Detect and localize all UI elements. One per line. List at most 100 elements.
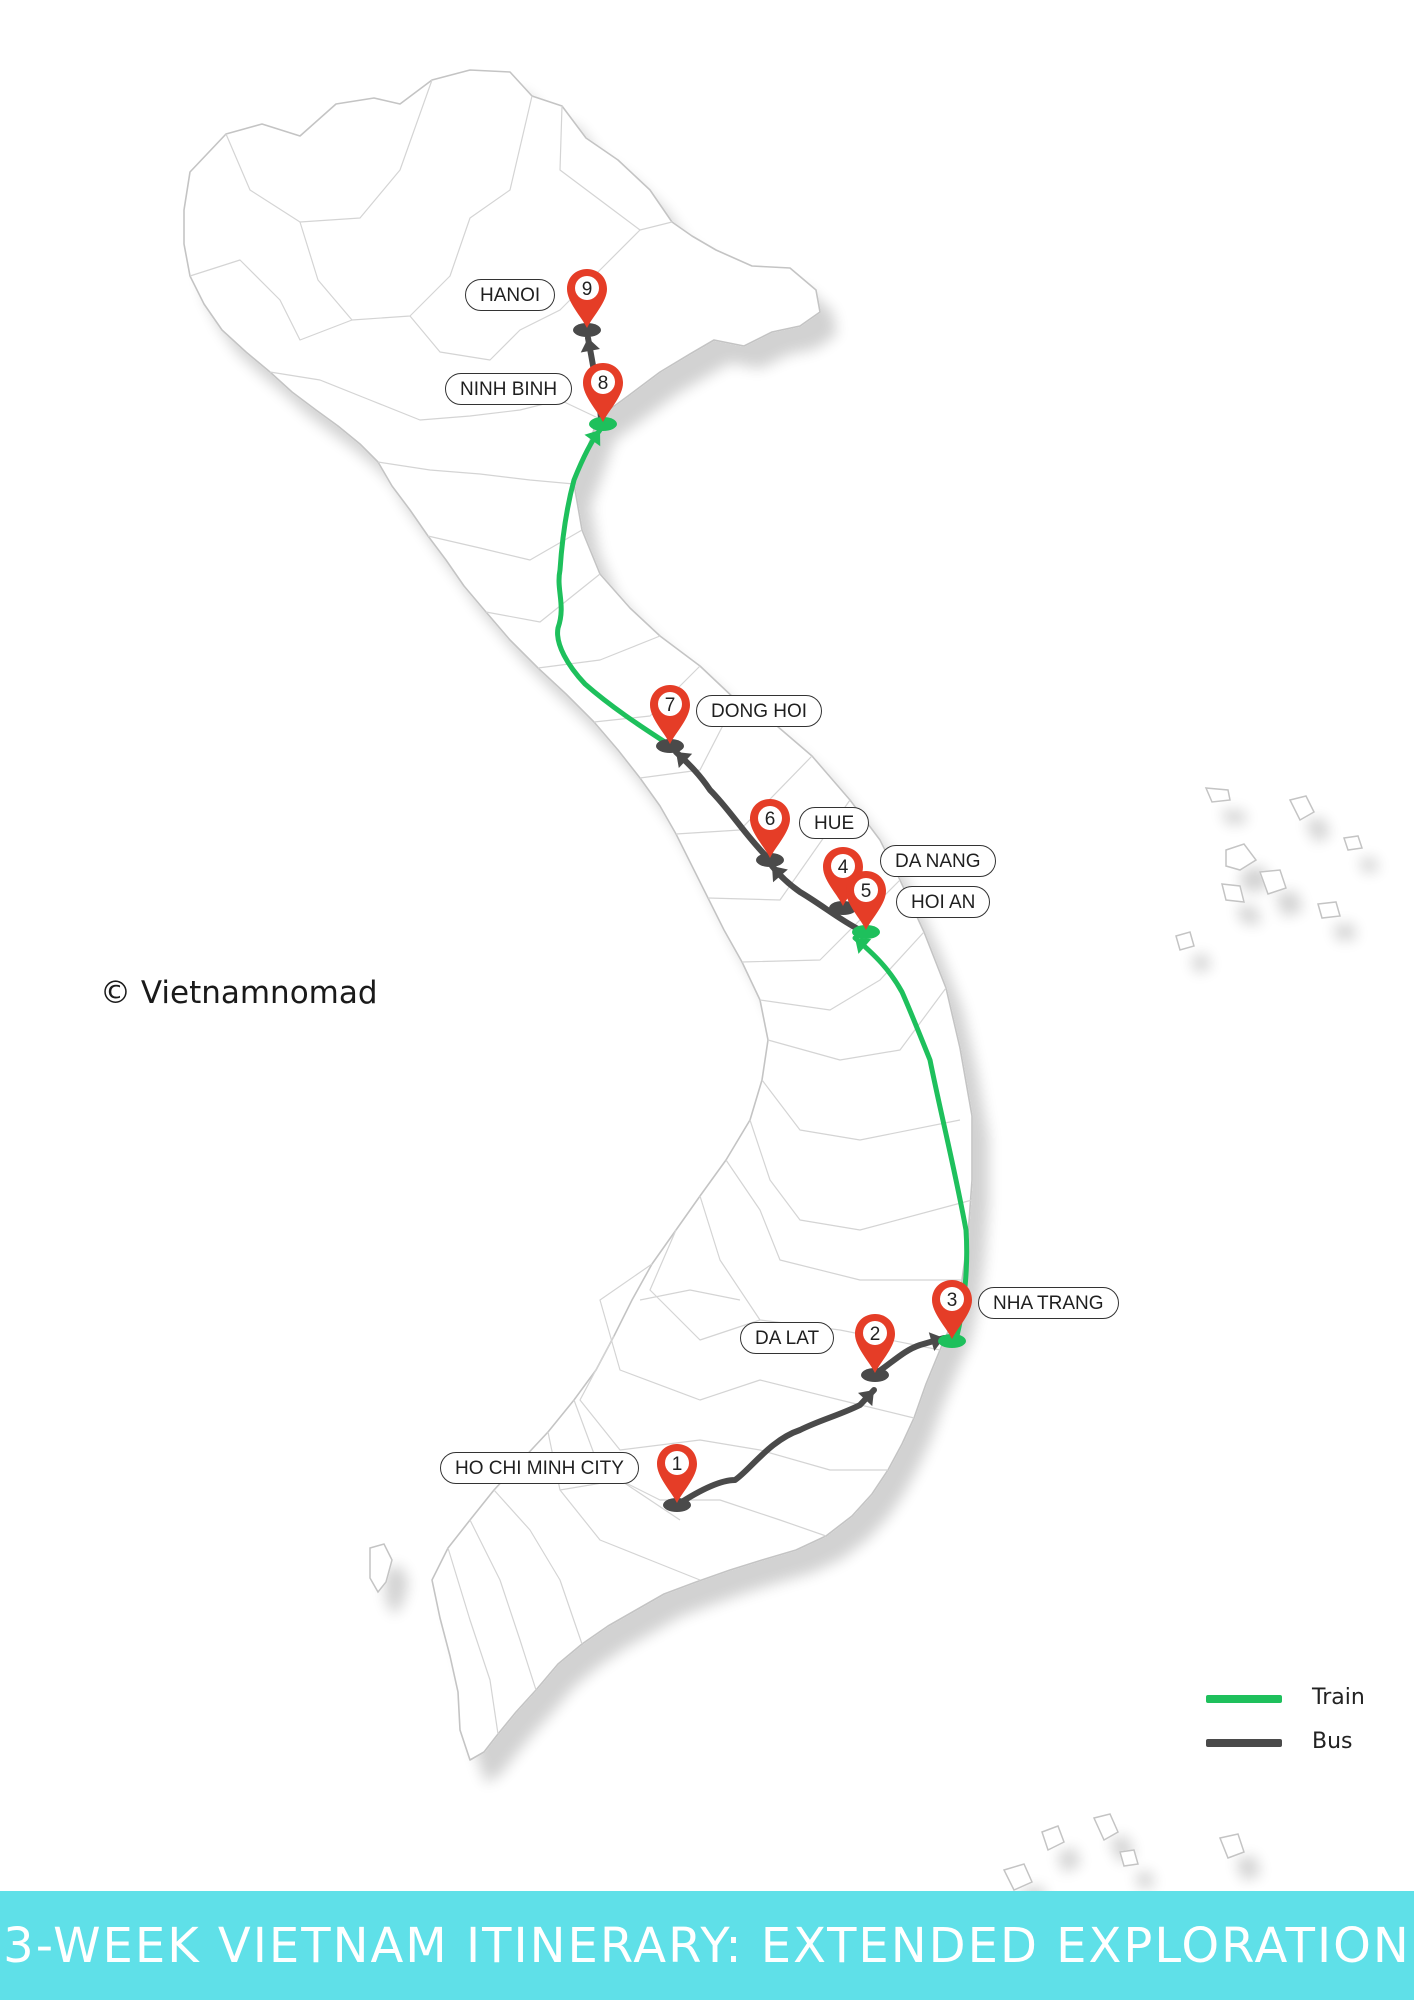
route-bus-1-2 xyxy=(674,1387,877,1508)
island-paracel-6 xyxy=(1343,835,1363,851)
province-border xyxy=(725,1159,962,1281)
city-label: NINH BINH xyxy=(445,373,573,405)
province-border xyxy=(447,1547,499,1735)
city-label: NHA TRANG xyxy=(978,1287,1119,1319)
pin-center xyxy=(863,1321,887,1345)
location-pin-icon[interactable]: 7 xyxy=(650,685,690,744)
route-train-7-8 xyxy=(555,427,671,747)
island-paracel-1 xyxy=(1204,787,1231,803)
location-pin-icon[interactable]: 5 xyxy=(846,871,886,930)
pin-center xyxy=(575,276,599,300)
stop-dot-6 xyxy=(756,853,784,867)
route-arrowhead xyxy=(855,938,872,954)
island-spratly-5 xyxy=(1119,1849,1139,1867)
province-border xyxy=(639,1289,741,1301)
pin-center xyxy=(831,854,855,878)
route-arrowhead xyxy=(580,338,600,353)
pin-number: 1 xyxy=(672,1454,683,1475)
pin-number: 7 xyxy=(665,695,676,716)
pin-center xyxy=(591,370,615,394)
route-arrowhead xyxy=(772,866,788,883)
title-banner: 3-WEEK VIETNAM ITINERARY: EXTENDED EXPLO… xyxy=(0,1891,1414,2000)
route-arrowhead xyxy=(858,1390,874,1407)
route-arrowhead xyxy=(928,1332,944,1351)
page-title: 3-WEEK VIETNAM ITINERARY: EXTENDED EXPLO… xyxy=(3,1917,1411,1974)
city-label: HOI AN xyxy=(896,886,991,918)
pin-number: 2 xyxy=(870,1324,881,1345)
location-pin-icon[interactable]: 8 xyxy=(583,363,623,422)
legend-train-line xyxy=(1206,1695,1282,1703)
stop-dot-3 xyxy=(938,1334,966,1348)
city-label: HUE xyxy=(799,807,870,839)
province-border xyxy=(593,665,701,723)
province-border xyxy=(761,1079,961,1141)
pin-number: 9 xyxy=(582,279,593,300)
island-paracel-5 xyxy=(1221,883,1245,903)
province-border xyxy=(749,1119,973,1231)
legend-train-label: Train xyxy=(1312,1685,1365,1710)
markers-layer: 1 2 3 45 6 7 8 9 xyxy=(567,269,972,1503)
province-border xyxy=(649,1229,761,1341)
province-border xyxy=(759,931,925,1011)
location-pin-icon[interactable]: 4 xyxy=(823,847,863,906)
pin-center xyxy=(758,806,782,830)
stop-dot-1 xyxy=(663,1498,691,1512)
island-paracel-4 xyxy=(1258,869,1287,895)
legend-bus-line xyxy=(1206,1739,1282,1747)
city-label: DA NANG xyxy=(880,845,996,877)
pin-number: 3 xyxy=(947,1290,958,1311)
location-pin-icon[interactable]: 6 xyxy=(750,799,790,858)
vietnam-landmass xyxy=(183,69,973,1761)
island-spratly-3 xyxy=(1218,1833,1245,1859)
province-border xyxy=(225,79,433,223)
pin-center xyxy=(940,1287,964,1311)
province-border xyxy=(559,105,641,231)
island-spratly-2 xyxy=(1041,1825,1065,1852)
city-label: DONG HOI xyxy=(696,695,823,727)
pin-center xyxy=(658,692,682,716)
province-border xyxy=(493,1489,583,1645)
island-paracel-3 xyxy=(1225,843,1258,871)
province-border xyxy=(469,1519,537,1691)
island-spratly-1 xyxy=(1092,1813,1119,1842)
province-border xyxy=(409,221,673,361)
province-border xyxy=(579,1335,888,1471)
route-arrowhead xyxy=(584,430,601,447)
location-pin-icon[interactable]: 3 xyxy=(932,1280,972,1339)
province-border xyxy=(537,635,661,669)
route-bus-2-3 xyxy=(875,1335,947,1375)
island-paracel-8 xyxy=(1175,931,1195,951)
location-pin-icon[interactable]: 1 xyxy=(657,1444,697,1503)
pin-number: 4 xyxy=(838,857,849,878)
routes-layer xyxy=(555,335,970,1508)
city-label: HANOI xyxy=(465,279,556,311)
pin-center xyxy=(854,878,878,902)
route-bus-6-7 xyxy=(673,749,771,861)
province-border xyxy=(189,259,353,341)
city-label: DA LAT xyxy=(740,1322,835,1354)
route-train-3-5 xyxy=(852,935,970,1343)
province-border xyxy=(427,529,583,561)
pin-number: 6 xyxy=(765,809,776,830)
island-paracel-7 xyxy=(1317,901,1341,919)
province-border xyxy=(767,987,947,1061)
pin-number: 5 xyxy=(861,881,872,902)
city-label: HO CHI MINH CITY xyxy=(440,1452,639,1484)
credit-text: © Vietnamnomad xyxy=(100,975,378,1011)
location-pin-icon[interactable]: 9 xyxy=(567,269,607,328)
route-arrowhead xyxy=(676,752,693,769)
stop-dot-9 xyxy=(573,323,601,337)
stop-dot-2 xyxy=(861,1368,889,1382)
stop-dot-7 xyxy=(656,739,684,753)
province-border xyxy=(599,1263,915,1419)
island-spratly-4 xyxy=(1002,1863,1033,1891)
province-border xyxy=(485,573,601,623)
island-paracel-2 xyxy=(1288,795,1315,822)
location-pin-icon[interactable]: 2 xyxy=(855,1314,895,1373)
stop-dots-layer xyxy=(573,323,966,1512)
pin-number: 8 xyxy=(598,373,609,394)
pin-center xyxy=(665,1451,689,1475)
stop-dot-8 xyxy=(589,417,617,431)
island-left xyxy=(369,1543,393,1594)
legend-bus-label: Bus xyxy=(1312,1729,1353,1754)
